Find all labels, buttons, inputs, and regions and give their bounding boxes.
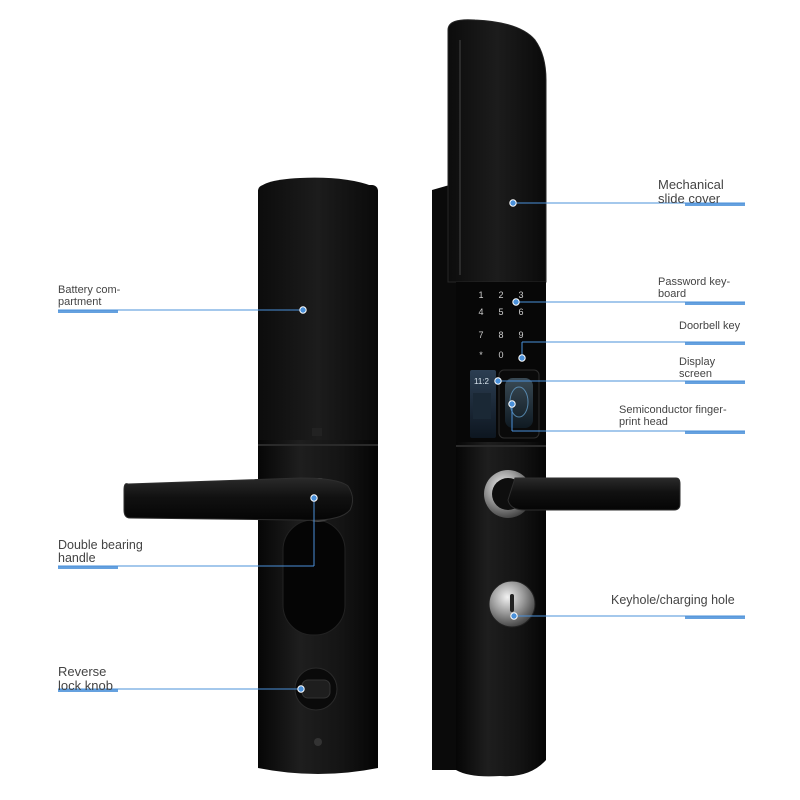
label-line: Display: [679, 356, 716, 368]
keypad-key[interactable]: 5: [498, 307, 503, 317]
label-doorbell-key: Doorbell key: [679, 320, 741, 333]
keypad-key[interactable]: 4: [478, 307, 483, 317]
leader-display: [494, 377, 745, 385]
label-line: lock knob: [58, 677, 113, 693]
keypad-key[interactable]: *: [479, 350, 483, 360]
battery-compartment: [258, 185, 378, 440]
label-line: Doorbell key: [679, 320, 741, 332]
emergency-hole: [314, 738, 322, 746]
label-keyhole-charging-hole: Keyhole/charging hole: [611, 593, 735, 607]
keypad-key[interactable]: 2: [498, 290, 503, 300]
label-fingerprint-head: Semiconductor finger- print head: [619, 404, 727, 428]
label-line: handle: [58, 551, 96, 566]
keypad-key[interactable]: 0: [498, 350, 503, 360]
keypad-key[interactable]: 1: [478, 290, 483, 300]
keypad-key[interactable]: 9: [518, 330, 523, 340]
keypad-keys: 1 2 3 4 5 6 7 8 9 * 0: [478, 290, 523, 360]
leader-knob: [58, 685, 305, 693]
label-line: Reverse: [58, 664, 107, 679]
label-double-bearing-handle: Double bearing handle: [58, 538, 143, 566]
label-line: Password key-: [658, 276, 731, 288]
label-line: Battery com-: [58, 284, 121, 296]
callout-leaders: [58, 199, 745, 693]
keyhole-charging-hole[interactable]: [488, 580, 536, 628]
label-line: screen: [679, 367, 713, 380]
leader-cover: [509, 199, 745, 207]
label-line: Semiconductor finger-: [619, 404, 727, 416]
outside-handle[interactable]: [507, 477, 681, 511]
label-line: Double bearing: [58, 538, 143, 552]
label-line: slide cover: [658, 190, 721, 206]
label-battery-compartment: Battery com- partment: [58, 284, 121, 308]
label-line: Mechanical: [658, 177, 724, 192]
keypad-key[interactable]: 3: [518, 290, 523, 300]
reverse-lock-knob[interactable]: [294, 667, 338, 711]
label-mechanical-slide-cover: Mechanical slide cover: [658, 178, 724, 205]
label-password-keyboard: Password key- board: [658, 276, 731, 300]
inside-panel: [123, 177, 378, 774]
keypad-key[interactable]: 7: [478, 330, 483, 340]
leader-fingerprint: [508, 400, 745, 434]
keypad-key[interactable]: 6: [518, 307, 523, 317]
keypad-key[interactable]: 8: [498, 330, 503, 340]
label-line: Keyhole/charging hole: [611, 593, 735, 607]
label-display-screen: Display screen: [679, 356, 716, 380]
leader-handle: [58, 494, 318, 569]
display-time: 11:2: [474, 377, 490, 386]
leader-keyhole: [510, 612, 745, 620]
label-reverse-lock-knob: Reverse lock knob: [58, 665, 113, 692]
label-line: partment: [58, 295, 102, 308]
label-line: print head: [619, 415, 668, 428]
leader-battery: [58, 306, 307, 314]
mechanical-slide-cover[interactable]: [447, 19, 547, 283]
leader-doorbell: [518, 341, 745, 362]
double-bearing-handle[interactable]: [123, 477, 354, 521]
label-line: board: [658, 287, 687, 300]
leader-password: [512, 298, 745, 306]
outside-panel: 11:2: [432, 19, 681, 777]
